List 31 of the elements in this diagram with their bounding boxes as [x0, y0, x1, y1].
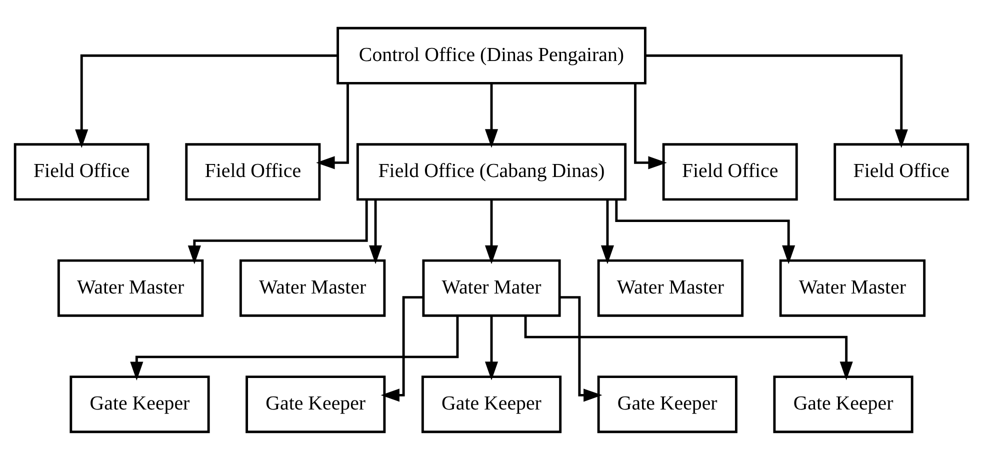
- arrow: [600, 199, 614, 264]
- node-box: Field Office (Cabang Dinas): [356, 143, 627, 201]
- arrow: [484, 83, 498, 148]
- node-box: Field Office: [14, 143, 150, 201]
- arrow: [524, 316, 853, 380]
- arrow: [380, 296, 424, 402]
- arrow: [188, 199, 368, 264]
- arrow: [368, 199, 382, 264]
- node-box: Water Master: [239, 259, 386, 317]
- arrow: [316, 83, 349, 170]
- node-box: Gate Keeper: [246, 376, 386, 434]
- arrow: [484, 316, 498, 380]
- node-box: Gate Keeper: [421, 376, 562, 434]
- arrow: [75, 54, 338, 148]
- node-box: Water Master: [57, 259, 204, 317]
- node-box: Water Master: [597, 259, 744, 317]
- node-box: Water Mater: [422, 259, 561, 317]
- arrow: [634, 83, 667, 170]
- node-box: Gate Keeper: [70, 376, 210, 434]
- arrow: [130, 316, 459, 380]
- node-box: Control Office (Dinas Pengairan): [336, 26, 646, 84]
- node-box: Gate Keeper: [597, 376, 738, 434]
- arrow: [645, 54, 908, 148]
- node-box: Water Master: [779, 259, 926, 317]
- arrow: [615, 200, 796, 264]
- node-box: Gate Keeper: [773, 376, 914, 434]
- arrow: [484, 199, 498, 264]
- node-box: Field Office: [834, 143, 970, 201]
- arrow: [560, 296, 602, 402]
- node-box: Field Office: [662, 143, 798, 201]
- node-box: Field Office: [185, 143, 321, 201]
